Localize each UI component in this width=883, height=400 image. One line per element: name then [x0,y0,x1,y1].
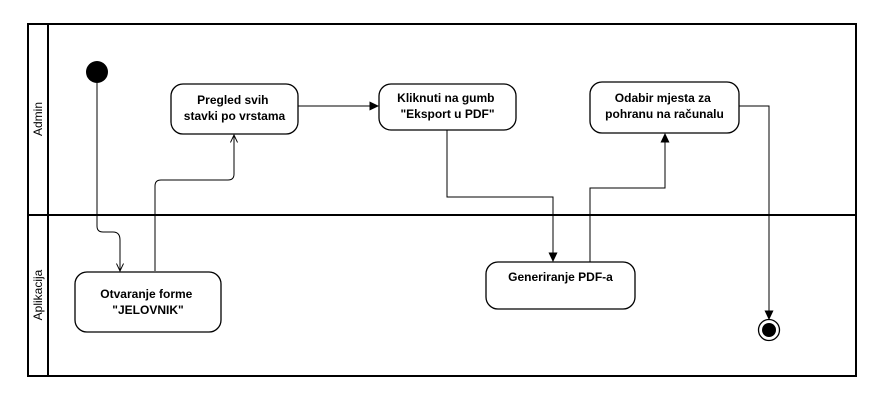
action-pregled-stavki: Pregled svih stavki po vrstama [170,83,299,135]
flow-generiranje-to-odabir [589,134,665,262]
svg-text:Odabir mjesta za pohranu: Odabir mjesta za pohranu na računalu [605,91,724,121]
node-line: Odabir mjesta za [615,91,711,105]
lane-label-admin: Admin [31,102,45,136]
node-line: Kliknuti na gumb [397,91,494,105]
svg-text:Generiranje PDF-a: Generiranje PDF-a [508,270,613,284]
action-otvaranje-forme: Otvaranje forme "JELOVNIK" [74,271,222,333]
action-odabir-mjesta: Odabir mjesta za pohranu na računalu [589,81,740,134]
flow-otvaranje-to-pregled [154,135,234,271]
node-line: Generiranje PDF-a [508,270,613,284]
svg-text:Pregled svih stavki po v: Pregled svih stavki po vrstama [184,93,286,123]
initial-node-icon [86,61,108,83]
node-line: "Eksport u PDF" [400,107,494,121]
flow-odabir-to-end [739,105,769,319]
lane-label-aplikacija: Aplikacija [31,269,45,320]
flow-start-to-otvaranje [96,83,120,271]
node-line: "JELOVNIK" [112,303,183,317]
action-kliknuti-gumb: Kliknuti na gumb "Eksport u PDF" [378,83,517,131]
flow-kliknuti-to-generiranje [446,130,553,261]
node-line: Pregled svih [197,93,268,107]
final-node-icon [757,318,781,342]
svg-text:Otvaranje forme "JELOVNI: Otvaranje forme "JELOVNIK" [100,287,195,317]
node-line: Otvaranje forme [100,287,192,301]
node-line: pohranu na računalu [605,107,724,121]
svg-text:Kliknuti na gumb "Ekspor: Kliknuti na gumb "Eksport u PDF" [397,91,498,121]
action-generiranje-pdf: Generiranje PDF-a [485,261,636,310]
node-line: stavki po vrstama [184,109,286,123]
